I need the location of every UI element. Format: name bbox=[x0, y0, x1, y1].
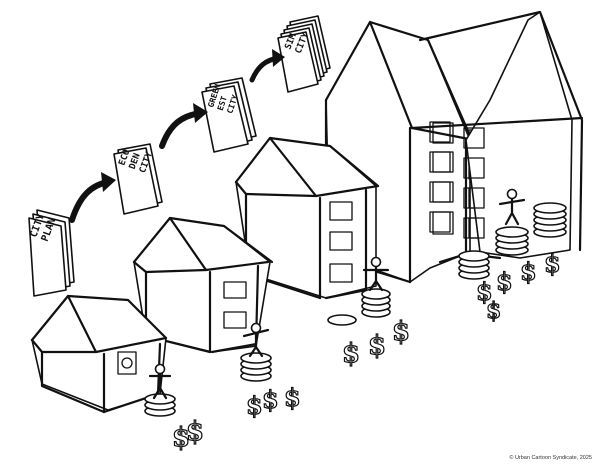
dollar-sign-icon: $ bbox=[368, 331, 386, 361]
person-icon bbox=[362, 256, 390, 292]
dollar-sign-icon: $ bbox=[544, 249, 561, 278]
person-icon bbox=[498, 188, 526, 226]
dollar-sign-icon: $ bbox=[284, 383, 301, 412]
house-windows bbox=[329, 201, 353, 283]
coin-stack-icon bbox=[240, 352, 272, 382]
four-story-house bbox=[234, 136, 380, 300]
dollar-sign-icon: $ bbox=[246, 391, 263, 420]
dollar-sign-icon: $ bbox=[486, 298, 501, 324]
coin-stack-icon bbox=[327, 314, 357, 326]
house-window bbox=[117, 351, 137, 375]
person-icon bbox=[242, 322, 270, 358]
arrow-icon bbox=[69, 172, 116, 223]
dollar-sign-icon: $ bbox=[172, 423, 190, 453]
dollar-sign-icon: $ bbox=[520, 257, 537, 286]
document-green-est-city: GREEN EST CITY bbox=[201, 77, 257, 153]
dollar-sign-icon: $ bbox=[342, 339, 360, 369]
coin-stack-icon bbox=[144, 393, 176, 417]
document-sim-city: SIM CITY bbox=[277, 15, 331, 93]
coin-stack-icon bbox=[458, 250, 490, 280]
document-line: EST bbox=[216, 95, 229, 112]
person-icon bbox=[148, 363, 172, 400]
building-windows bbox=[429, 121, 485, 239]
dollar-sign-icon: $ bbox=[476, 277, 493, 306]
coin-stack-icon bbox=[361, 288, 391, 318]
dollar-sign-icon: $ bbox=[392, 317, 410, 347]
arrow-icon bbox=[159, 103, 208, 149]
coin-stack-icon bbox=[533, 202, 567, 238]
copyright-notice: © Urban Cartoon Syndicate, 2025 bbox=[509, 455, 592, 461]
arrow-icon bbox=[249, 49, 285, 83]
document-eco-den-city: ECO DEN CITY bbox=[113, 143, 163, 215]
dollar-sign-icon: $ bbox=[186, 417, 204, 447]
document-city-plan: CITY PLAN bbox=[28, 209, 75, 297]
house-windows bbox=[223, 281, 247, 329]
dollar-sign-group: $ $ $ $ $ $ $ $ $ $ $ $ $ bbox=[171, 248, 561, 453]
dollar-sign-icon: $ bbox=[496, 267, 513, 296]
coin-stack-icon bbox=[495, 226, 529, 256]
dollar-sign-icon: $ bbox=[262, 385, 279, 414]
small-cottage bbox=[30, 294, 168, 414]
